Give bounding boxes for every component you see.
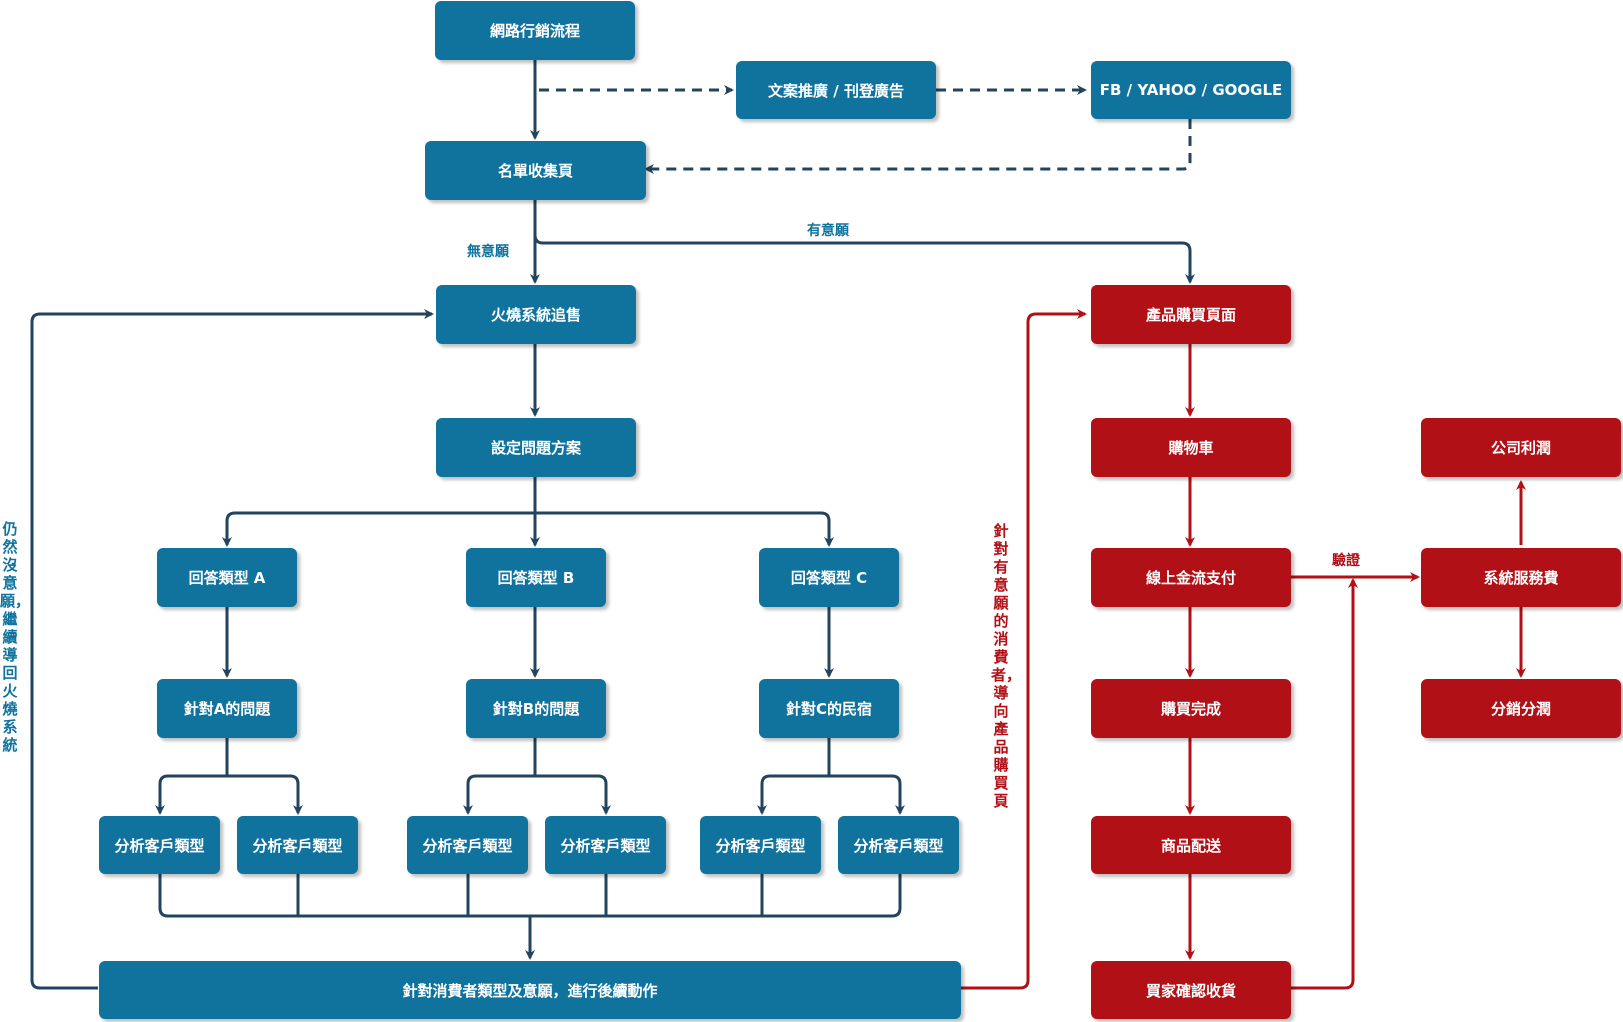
node-answer-a[interactable]: 回答類型 A — [157, 548, 297, 607]
node-delivery[interactable]: 商品配送 — [1091, 816, 1291, 874]
edge-ads-to-leadpage — [644, 119, 1192, 174]
edge-receipt-to-verify — [1291, 578, 1358, 990]
node-issue-a[interactable]: 針對A的問題 — [157, 679, 297, 738]
edge-followup-to-product — [961, 309, 1087, 990]
node-set-questions[interactable]: 設定問題方案 — [436, 418, 636, 477]
node-ad-platforms[interactable]: FB / YAHOO / GOOGLE — [1091, 61, 1291, 119]
node-copywriting[interactable]: 文案推廣 / 刊登廣告 — [736, 61, 936, 119]
node-analyze-4[interactable]: 分析客戶類型 — [545, 816, 666, 874]
node-drip-system[interactable]: 火燒系統追售 — [436, 285, 636, 344]
edge-issue-a-split — [158, 738, 300, 813]
node-issue-b[interactable]: 針對B的問題 — [466, 679, 606, 738]
node-service-fee[interactable]: 系統服務費 — [1421, 548, 1621, 607]
edge-start-to-copywriting — [533, 60, 734, 95]
edge-questions-to-a — [222, 477, 537, 547]
edge-followup-loop-back — [30, 309, 434, 990]
node-analyze-1[interactable]: 分析客戶類型 — [99, 816, 220, 874]
edge-issue-b-split — [466, 738, 608, 813]
node-receipt[interactable]: 買家確認收貨 — [1091, 961, 1291, 1019]
node-analyze-6[interactable]: 分析客戶類型 — [838, 816, 959, 874]
node-follow-up[interactable]: 針對消費者類型及意願，進行後續動作 — [99, 961, 961, 1019]
node-analyze-3[interactable]: 分析客戶類型 — [407, 816, 528, 874]
node-payment[interactable]: 線上金流支付 — [1091, 548, 1291, 607]
node-cart[interactable]: 購物車 — [1091, 418, 1291, 477]
edge-analyze-merge — [158, 874, 902, 918]
node-purchase-done[interactable]: 購買完成 — [1091, 679, 1291, 738]
node-analyze-5[interactable]: 分析客戶類型 — [700, 816, 821, 874]
label-has-intent: 有意願 — [807, 223, 849, 239]
node-lead-page[interactable]: 名單收集頁 — [425, 141, 646, 200]
label-loop-back: 仍然沒意願，繼續導回火燒系統 — [0, 520, 31, 754]
node-distribution-share[interactable]: 分銷分潤 — [1421, 679, 1621, 738]
node-start[interactable]: 網路行銷流程 — [435, 1, 635, 60]
edge-issue-c-split — [760, 738, 902, 813]
node-issue-c[interactable]: 針對C的民宿 — [759, 679, 899, 738]
node-answer-b[interactable]: 回答類型 B — [466, 548, 606, 607]
edge-leadpage-to-product — [533, 200, 1195, 284]
edge-questions-to-c — [535, 511, 834, 547]
label-verify: 驗證 — [1332, 553, 1360, 569]
node-analyze-2[interactable]: 分析客戶類型 — [237, 816, 358, 874]
label-to-product: 針對有意願的消費者，導向產品購買頁 — [991, 522, 1022, 810]
node-product-page[interactable]: 產品購買頁面 — [1091, 285, 1291, 344]
node-answer-c[interactable]: 回答類型 C — [759, 548, 899, 607]
node-company-profit[interactable]: 公司利潤 — [1421, 418, 1621, 477]
label-no-intent: 無意願 — [467, 244, 509, 260]
